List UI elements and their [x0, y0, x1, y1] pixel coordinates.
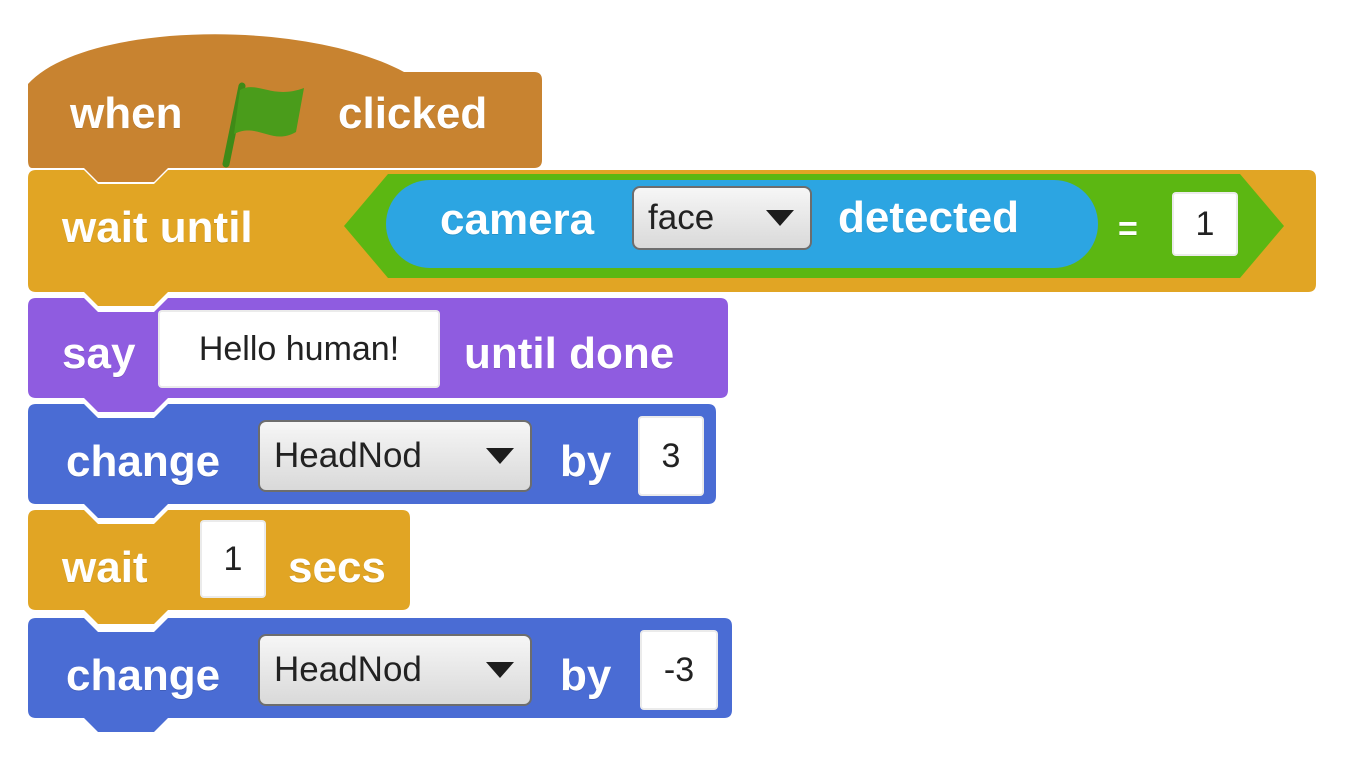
camera-option-value: face: [648, 198, 715, 237]
variable-value-2: HeadNod: [274, 650, 422, 689]
by-label-2: by: [560, 651, 612, 700]
by-label-1: by: [560, 437, 612, 486]
variable-dropdown-1[interactable]: HeadNod: [258, 420, 532, 492]
change-value-input-1[interactable]: 3: [638, 416, 704, 496]
until-done-label: until done: [464, 329, 675, 378]
change-label-1: change: [66, 437, 221, 486]
camera-option-dropdown[interactable]: face: [632, 186, 812, 250]
say-message-input[interactable]: Hello human!: [158, 310, 440, 388]
equals-value-input[interactable]: 1: [1172, 192, 1238, 256]
variable-value-1: HeadNod: [274, 436, 422, 475]
equals-sign: =: [1118, 210, 1138, 248]
chevron-down-icon: [486, 662, 514, 678]
wait-label: wait: [62, 543, 148, 592]
variable-dropdown-2[interactable]: HeadNod: [258, 634, 532, 706]
wait-seconds-input[interactable]: 1: [200, 520, 266, 598]
say-label: say: [62, 329, 136, 378]
detected-label: detected: [838, 193, 1019, 242]
camera-label: camera: [440, 195, 595, 244]
hat-label-clicked: clicked: [338, 89, 488, 138]
green-flag-icon[interactable]: [212, 76, 312, 168]
hat-label-when: when: [70, 89, 183, 138]
chevron-down-icon: [486, 448, 514, 464]
chevron-down-icon: [766, 210, 794, 226]
change-value-input-2[interactable]: -3: [640, 630, 718, 710]
secs-label: secs: [288, 543, 386, 592]
wait-until-label: wait until: [62, 203, 253, 252]
change-label-2: change: [66, 651, 221, 700]
